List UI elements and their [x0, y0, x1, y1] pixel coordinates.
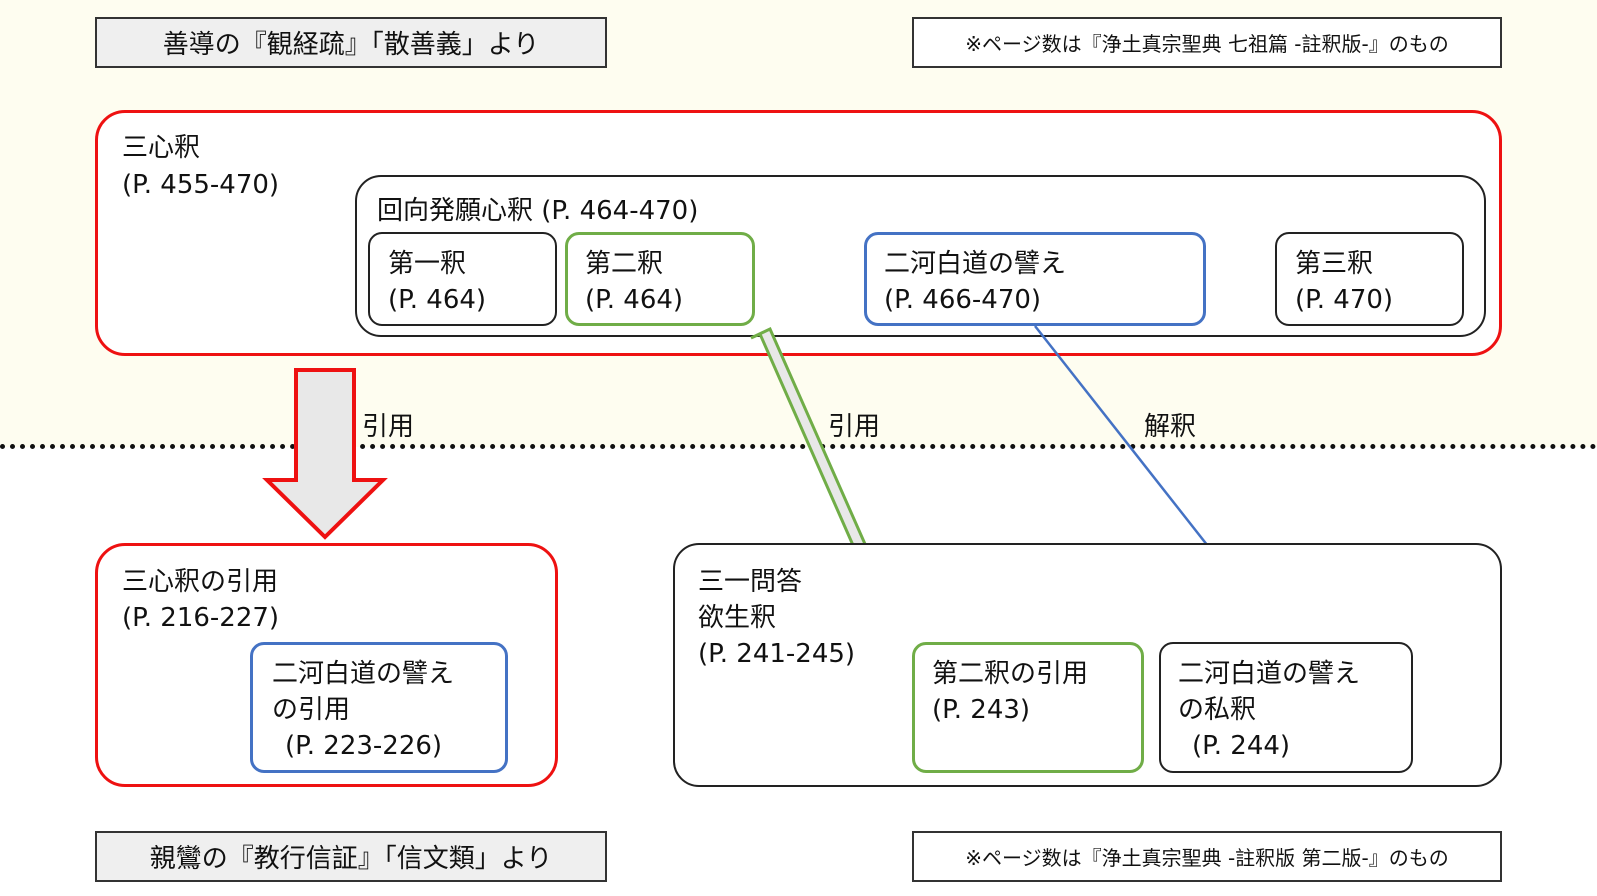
niga-byakudo-box [864, 232, 1206, 326]
niga-private-box [1159, 642, 1413, 773]
page-note-top: ※ページ数は『浄土真宗聖典 七祖篇 -註釈版-』のもの [912, 17, 1502, 68]
niga-private-pages: (P. 244) [1192, 731, 1291, 761]
first-shaku-pages: (P. 464) [388, 285, 487, 315]
sanshin-quote-title: 三心釈の引用 [122, 567, 279, 597]
page-note-bottom-text: ※ページ数は『浄土真宗聖典 -註釈版 第二版-』のもの [965, 846, 1449, 870]
sanichi-mondo-line1: 三一問答 [698, 567, 803, 597]
second-shaku-title: 第二釈 [585, 249, 664, 279]
sanichi-mondo-line2: 欲生釈 [698, 603, 777, 633]
first-shaku-title: 第一釈 [388, 249, 467, 279]
second-shaku-pages: (P. 464) [585, 285, 684, 315]
page-note-top-text: ※ページ数は『浄土真宗聖典 七祖篇 -註釈版-』のもの [965, 32, 1449, 56]
niga-private-line2: の私釈 [1178, 695, 1257, 725]
second-quote-box [912, 642, 1144, 773]
quote-label-1: 引用 [362, 412, 415, 442]
first-shaku-box [368, 232, 557, 326]
niga-quote-line1: 二河白道の譬え [272, 659, 455, 689]
sanshin-shaku-pages: (P. 455-470) [122, 170, 280, 200]
section-divider [0, 444, 1597, 449]
niga-quote-line2: の引用 [272, 695, 351, 725]
ekou-hotsugan-title: 回向発願心釈 (P. 464-470) [377, 196, 699, 226]
niga-byakudo-pages: (P. 466-470) [884, 285, 1042, 315]
interpret-label: 解釈 [1144, 412, 1197, 442]
niga-quote-pages: (P. 223-226) [285, 731, 443, 761]
third-shaku-pages: (P. 470) [1295, 285, 1394, 315]
source-label-bottom: 親鸞の『教行信証』「信文類」より [95, 831, 607, 882]
niga-byakudo-title: 二河白道の譬え [884, 249, 1067, 279]
second-quote-pages: (P. 243) [932, 695, 1031, 725]
third-shaku-title: 第三釈 [1295, 249, 1374, 279]
second-quote-title: 第二釈の引用 [932, 659, 1089, 689]
source-label-top: 善導の『観経疏』「散善義」より [95, 17, 607, 68]
sanichi-mondo-pages: (P. 241-245) [698, 639, 856, 669]
second-shaku-box [565, 232, 755, 326]
source-label-top-text: 善導の『観経疏』「散善義」より [162, 30, 540, 60]
niga-private-line1: 二河白道の譬え [1178, 659, 1361, 689]
sanshin-shaku-title: 三心釈 [122, 133, 201, 163]
sanshin-quote-pages: (P. 216-227) [122, 603, 280, 633]
quote-label-2: 引用 [828, 412, 881, 442]
niga-quote-box [250, 642, 508, 773]
source-label-bottom-text: 親鸞の『教行信証』「信文類」より [149, 844, 553, 874]
third-shaku-box [1275, 232, 1464, 326]
page-note-bottom: ※ページ数は『浄土真宗聖典 -註釈版 第二版-』のもの [912, 831, 1502, 882]
